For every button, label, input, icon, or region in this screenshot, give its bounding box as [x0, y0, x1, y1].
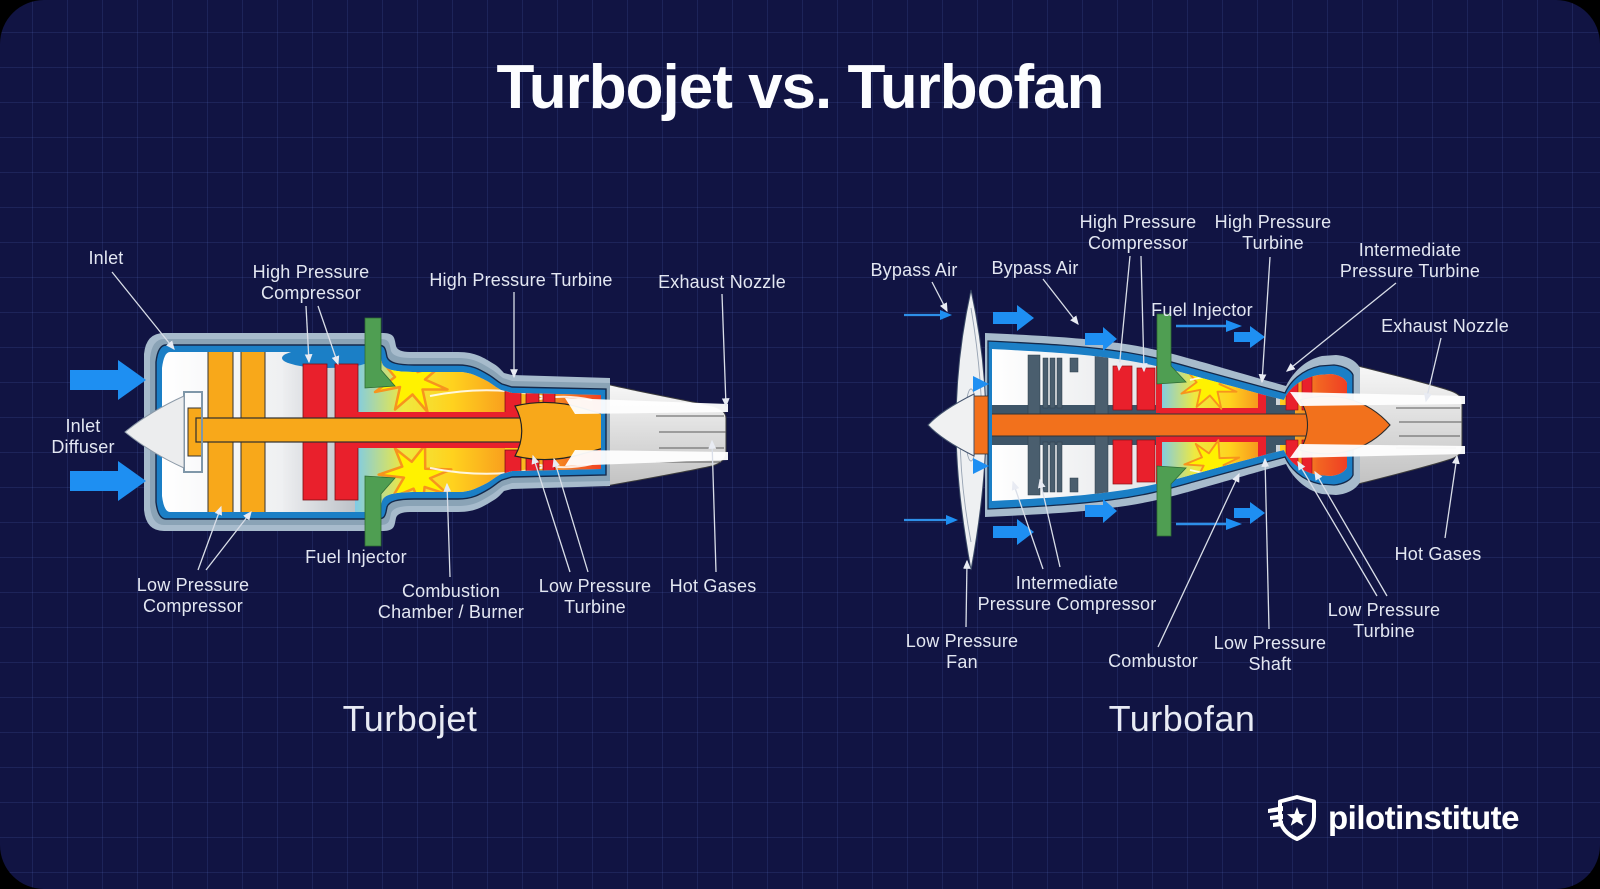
label-line: Fuel Injector	[1151, 300, 1253, 320]
turbojet-caption: Turbojet	[342, 698, 478, 739]
label-tj-exhaust-nozzle: Exhaust Nozzle	[658, 272, 786, 293]
label-tj-lp-turbine: Low Pressure Turbine	[539, 576, 651, 618]
label-tj-inlet-diffuser: Inlet Diffuser	[51, 416, 114, 458]
turbofan-hot-gas-plumes	[1290, 392, 1465, 458]
label-line: Compressor	[1087, 232, 1189, 253]
label-line: Low Pressure	[136, 575, 250, 595]
label-line: Inlet	[88, 248, 124, 268]
turbojet-fuel-injectors	[364, 317, 396, 547]
label-line: Pressure Compressor	[977, 593, 1157, 614]
label-line: Chamber / Burner	[377, 601, 525, 622]
label-line: High Pressure	[1079, 212, 1197, 232]
label-tf-hp-compressor: High Pressure Compressor	[1080, 212, 1197, 254]
label-line: Fuel Injector	[305, 547, 407, 567]
turbojet-inlet-air-arrows	[70, 360, 146, 501]
label-tj-hp-turbine: High Pressure Turbine	[429, 270, 612, 291]
label-tf-ip-compressor: Intermediate Pressure Compressor	[978, 573, 1157, 615]
label-line: High Pressure	[252, 262, 370, 282]
label-line: Shaft	[1248, 653, 1292, 674]
label-tf-combustor: Combustor	[1108, 651, 1198, 672]
pilot-institute-logo: pilotinstitute	[1266, 794, 1519, 842]
label-line: Intermediate	[1358, 240, 1462, 260]
label-tf-bypass-air-2: Bypass Air	[991, 258, 1078, 279]
label-line: Turbine	[1242, 232, 1304, 253]
label-tj-fuel-injector: Fuel Injector	[305, 547, 407, 568]
turbofan-lp-shaft	[992, 413, 1321, 437]
label-tf-exhaust-nozzle: Exhaust Nozzle	[1381, 316, 1509, 337]
label-line: Bypass Air	[870, 260, 958, 280]
label-tj-hot-gases: Hot Gases	[670, 576, 757, 597]
label-line: High Pressure	[1214, 212, 1332, 232]
label-tj-inlet: Inlet	[88, 248, 123, 269]
label-line: High Pressure Turbine	[429, 270, 613, 290]
page-title: Turbojet vs. Turbofan	[496, 53, 1104, 122]
label-tf-lp-shaft: Low Pressure Shaft	[1214, 633, 1326, 675]
turbojet-hot-gas-plumes	[565, 398, 728, 466]
label-line: Compressor	[260, 282, 362, 303]
label-line: Exhaust Nozzle	[1381, 316, 1509, 336]
label-line: Exhaust Nozzle	[658, 272, 786, 292]
turbojet-exhaust-nozzle-shape	[599, 383, 727, 487]
label-line: Compressor	[142, 595, 244, 616]
label-tj-hp-compressor: High Pressure Compressor	[253, 262, 370, 304]
label-tf-bypass-air-1: Bypass Air	[870, 260, 957, 281]
label-line: Inlet	[65, 416, 101, 436]
label-tf-ip-turbine: Intermediate Pressure Turbine	[1340, 240, 1480, 282]
label-tj-lp-compressor: Low Pressure Compressor	[137, 575, 249, 617]
label-line: Combustion	[401, 581, 501, 601]
label-line: Low Pressure	[905, 631, 1019, 651]
turbofan-caption: Turbofan	[1108, 698, 1256, 739]
label-tf-lp-fan: Low Pressure Fan	[906, 631, 1018, 673]
turbojet-diagram	[70, 317, 728, 547]
label-tf-hot-gases: Hot Gases	[1395, 544, 1482, 565]
label-line: Diffuser	[51, 436, 115, 457]
label-line: Turbine	[1353, 620, 1415, 641]
label-line: Combustor	[1108, 651, 1198, 671]
label-line: Bypass Air	[991, 258, 1079, 278]
logo-shield-icon	[1268, 795, 1316, 841]
label-line: Low Pressure	[1327, 600, 1441, 620]
label-line: Turbine	[564, 596, 626, 617]
label-line: Low Pressure	[1213, 633, 1327, 653]
logo-wordmark: pilotinstitute	[1328, 799, 1519, 836]
label-tj-combustion-chamber: Combustion Chamber / Burner	[378, 581, 524, 623]
label-line: Fan	[946, 651, 978, 672]
label-line: Hot Gases	[1394, 544, 1482, 564]
label-line: Pressure Turbine	[1339, 260, 1481, 281]
label-tf-lp-turbine: Low Pressure Turbine	[1328, 600, 1440, 642]
turbojet-inlet-diffuser	[124, 391, 203, 473]
turbojet-combustor-liner	[356, 412, 526, 448]
label-line: Hot Gases	[669, 576, 757, 596]
label-tf-hp-turbine: High Pressure Turbine	[1215, 212, 1332, 254]
label-line: Intermediate	[1015, 573, 1119, 593]
turbofan-spinner-cone	[927, 393, 975, 457]
label-line: Low Pressure	[538, 576, 652, 596]
turbojet-shaft	[195, 417, 529, 443]
turbofan-shaft-hub	[973, 395, 989, 455]
label-tf-fuel-injector: Fuel Injector	[1151, 300, 1253, 321]
